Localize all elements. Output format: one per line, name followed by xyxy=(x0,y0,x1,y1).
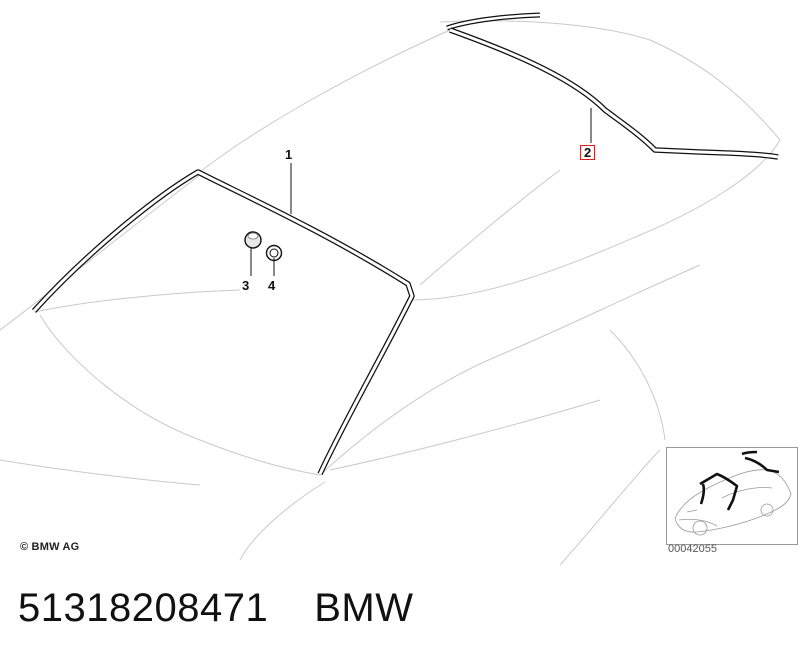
car-overview-thumbnail[interactable] xyxy=(666,447,798,545)
clip-part xyxy=(244,231,262,249)
leader-lines xyxy=(250,108,592,276)
brand-name: BMW xyxy=(314,586,414,630)
thumbnail-code: 00042055 xyxy=(668,543,717,555)
part-number: 51318208471 xyxy=(18,586,269,630)
car-thumbnail-icon xyxy=(674,450,792,536)
grommet-part xyxy=(265,244,283,262)
rear-window-molding xyxy=(446,12,779,160)
callout-part-4[interactable]: 4 xyxy=(268,278,276,293)
windshield-molding xyxy=(31,169,415,476)
footer-caption: 51318208471 BMW xyxy=(18,586,413,631)
callout-part-3[interactable]: 3 xyxy=(242,278,250,293)
callout-part-2[interactable]: 2 xyxy=(580,145,596,160)
car-body-outline xyxy=(0,20,781,566)
callout-part-1[interactable]: 1 xyxy=(285,147,293,162)
copyright-label: © BMW AG xyxy=(20,541,80,553)
